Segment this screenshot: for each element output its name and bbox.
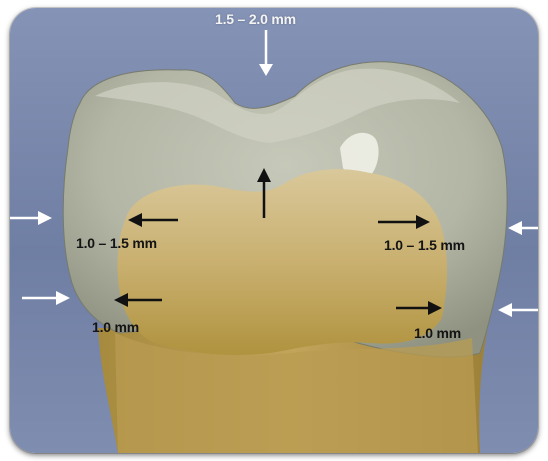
left-lower-reduction-label: 1.0 mm	[92, 320, 139, 334]
dentin-core	[117, 169, 447, 355]
tooth-illustration	[10, 8, 538, 453]
right-upper-reduction-label: 1.0 – 1.5 mm	[384, 238, 465, 252]
tooth-preparation-figure: 1.5 – 2.0 mm 1.0 – 1.5 mm 1.0 – 1.5 mm 1…	[10, 8, 538, 453]
right-lower-reduction-label: 1.0 mm	[414, 326, 461, 340]
left-upper-reduction-label: 1.0 – 1.5 mm	[76, 236, 157, 250]
occlusal-reduction-label: 1.5 – 2.0 mm	[215, 12, 296, 26]
